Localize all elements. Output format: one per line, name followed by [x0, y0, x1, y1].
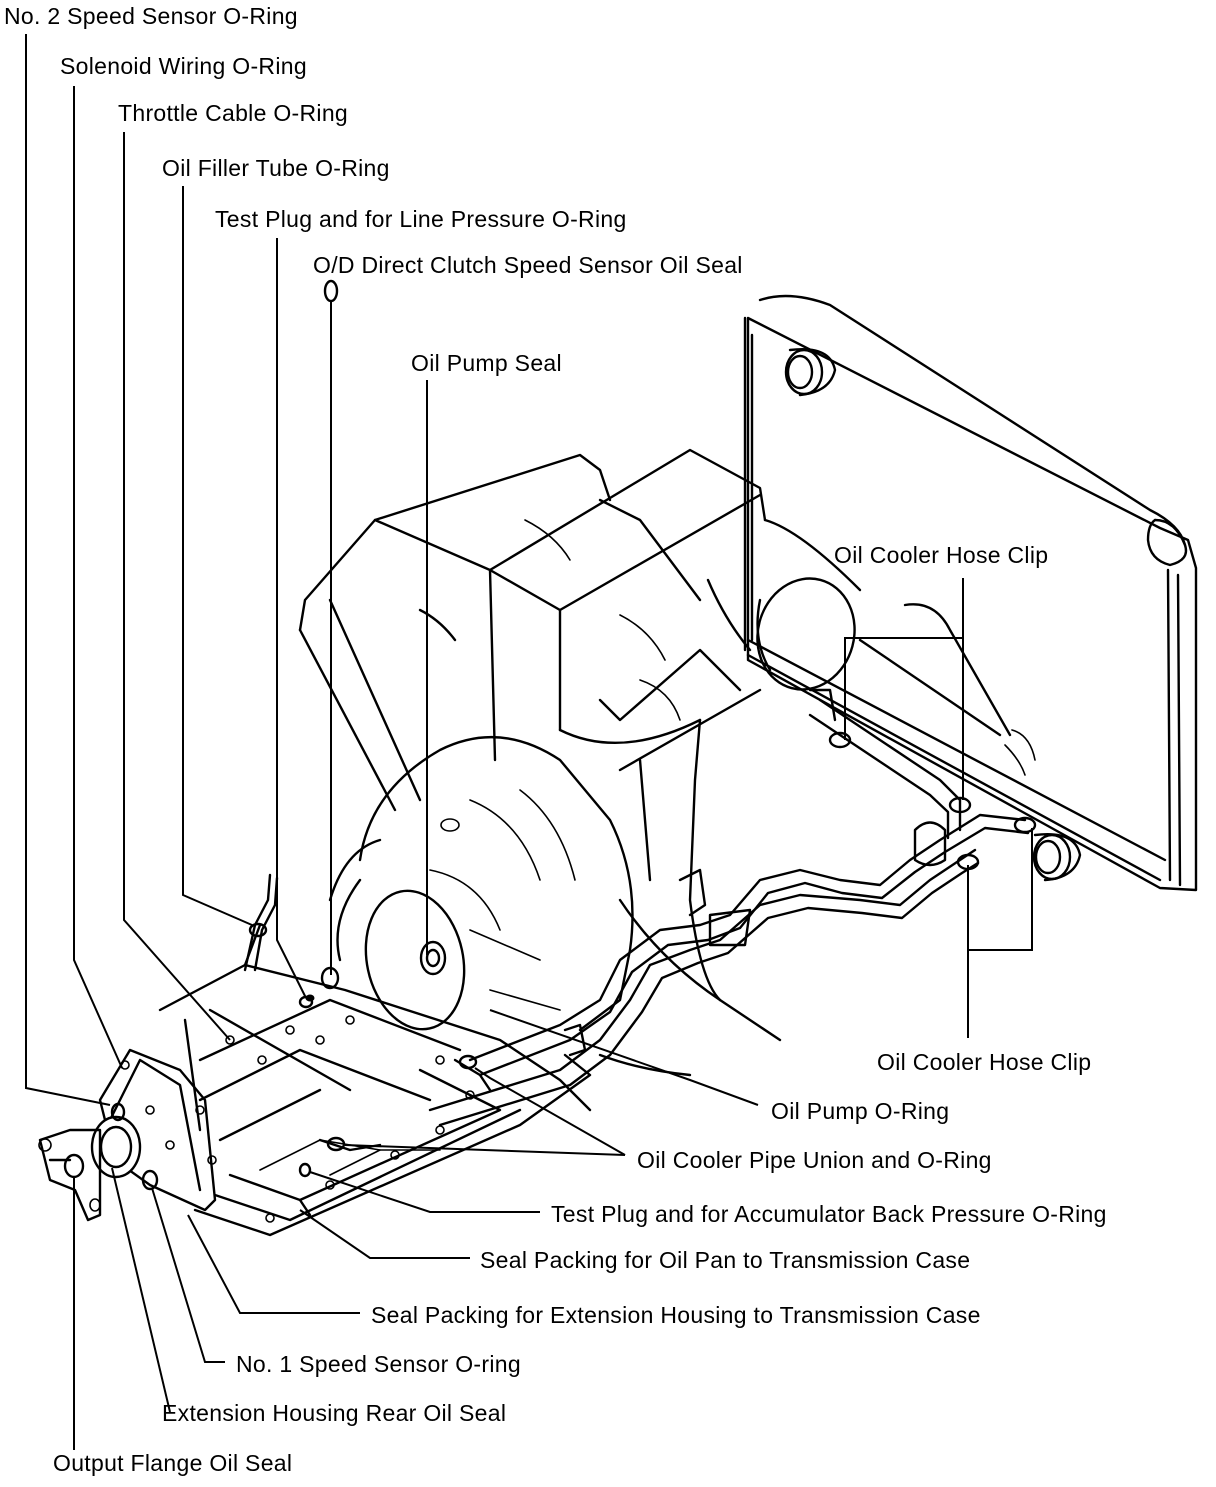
label-seal-packing-extension-housing: Seal Packing for Extension Housing to Tr… — [371, 1302, 981, 1328]
label-oil-pump-oring: Oil Pump O-Ring — [771, 1098, 950, 1124]
transmission-illustration — [38, 735, 634, 1237]
label-oil-pump-seal: Oil Pump Seal — [411, 350, 562, 376]
engine-illustration — [298, 448, 1012, 1042]
label-seal-packing-oil-pan: Seal Packing for Oil Pan to Transmission… — [480, 1247, 971, 1273]
oil-cooler-pipes — [428, 688, 1037, 1127]
leader-lines — [25, 34, 1033, 1450]
label-no1-speed-sensor-oring: No. 1 Speed Sensor O-ring — [236, 1351, 521, 1377]
radiator-illustration — [743, 294, 1198, 892]
label-oil-cooler-hose-clip-top: Oil Cooler Hose Clip — [834, 542, 1049, 568]
label-no2-speed-sensor-oring: No. 2 Speed Sensor O-Ring — [4, 3, 298, 29]
label-oil-cooler-pipe-union-oring: Oil Cooler Pipe Union and O-Ring — [637, 1147, 992, 1173]
label-test-plug-accumulator-back-pressure-oring: Test Plug and for Accumulator Back Press… — [551, 1201, 1107, 1227]
label-oil-filler-tube-oring: Oil Filler Tube O-Ring — [162, 155, 390, 181]
label-oil-cooler-hose-clip-bottom: Oil Cooler Hose Clip — [877, 1049, 1092, 1075]
label-solenoid-wiring-oring: Solenoid Wiring O-Ring — [60, 53, 307, 79]
label-throttle-cable-oring: Throttle Cable O-Ring — [118, 100, 348, 126]
pan-bolt-holes — [120, 1015, 475, 1223]
label-extension-housing-rear-oil-seal: Extension Housing Rear Oil Seal — [162, 1400, 507, 1426]
label-test-plug-line-pressure-oring: Test Plug and for Line Pressure O-Ring — [215, 206, 627, 232]
label-output-flange-oil-seal: Output Flange Oil Seal — [53, 1450, 293, 1476]
label-od-direct-clutch-speed-sensor-oil-seal: O/D Direct Clutch Speed Sensor Oil Seal — [313, 252, 743, 278]
